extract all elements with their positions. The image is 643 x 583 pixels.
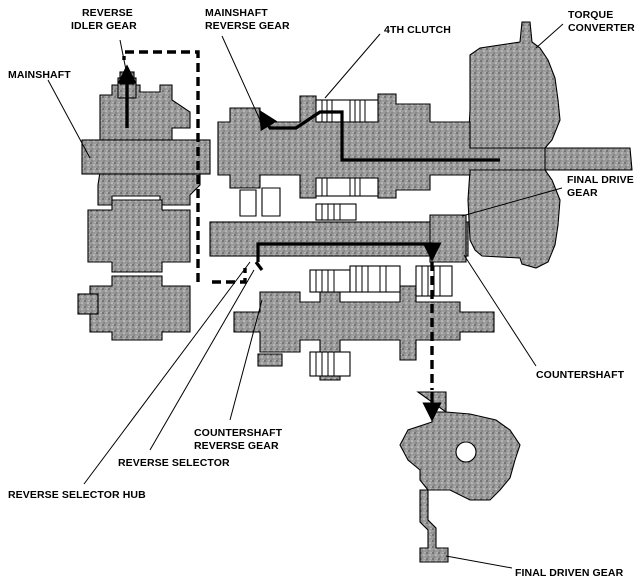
leader-4th-clutch <box>324 33 381 99</box>
label-countershaft-reverse-gear-line2: REVERSE GEAR <box>194 440 279 452</box>
countershaft-clutch-plates <box>309 265 453 377</box>
leader-reverse-selector-hub <box>83 261 251 485</box>
label-mainshaft-reverse-gear-line1: MAINSHAFT <box>205 7 268 19</box>
leader-countershaft <box>463 254 537 367</box>
torque-converter <box>467 21 633 269</box>
fourth-clutch-plates <box>315 99 379 197</box>
label-reverse-idler-gear-line1: REVERSE <box>82 7 133 19</box>
label-reverse-idler-gear-line2: IDLER GEAR <box>71 20 137 32</box>
label-mainshaft: MAINSHAFT <box>8 69 71 81</box>
label-4th-clutch: 4TH CLUTCH <box>384 24 451 36</box>
countershaft-assembly <box>77 265 495 381</box>
leader-lines <box>47 23 564 569</box>
label-final-drive-gear-line1: FINAL DRIVE <box>567 174 634 186</box>
callout-labels: REVERSE IDLER GEAR MAINSHAFT MAINSHAFT R… <box>8 7 635 579</box>
leader-mainshaft-reverse <box>221 35 261 121</box>
label-torque-converter-line1: TORQUE <box>568 9 613 21</box>
label-countershaft-reverse-gear-line1: COUNTERSHAFT <box>194 427 283 439</box>
middle-shaft-assembly <box>87 187 469 273</box>
power-flow-paths <box>117 50 500 422</box>
label-torque-converter-line2: CONVERTER <box>568 22 635 34</box>
leader-countershaft-reverse <box>229 299 263 421</box>
label-countershaft: COUNTERSHAFT <box>536 369 625 381</box>
label-reverse-selector-hub: REVERSE SELECTOR HUB <box>8 489 146 501</box>
leader-mainshaft <box>47 79 91 159</box>
leader-final-driven <box>445 555 513 569</box>
label-mainshaft-reverse-gear-line2: REVERSE GEAR <box>205 20 290 32</box>
differential-final-driven-gear <box>399 391 521 563</box>
label-final-driven-gear: FINAL DRIVEN GEAR <box>515 567 624 579</box>
leader-final-drive <box>461 187 563 217</box>
leader-reverse-selector <box>149 269 255 451</box>
middle-clutch-plates <box>315 203 357 221</box>
leader-reverse-idler <box>119 39 127 71</box>
label-final-drive-gear-line2: GEAR <box>567 187 598 199</box>
leader-torque-converter <box>535 23 564 49</box>
label-reverse-selector: REVERSE SELECTOR <box>118 457 230 469</box>
